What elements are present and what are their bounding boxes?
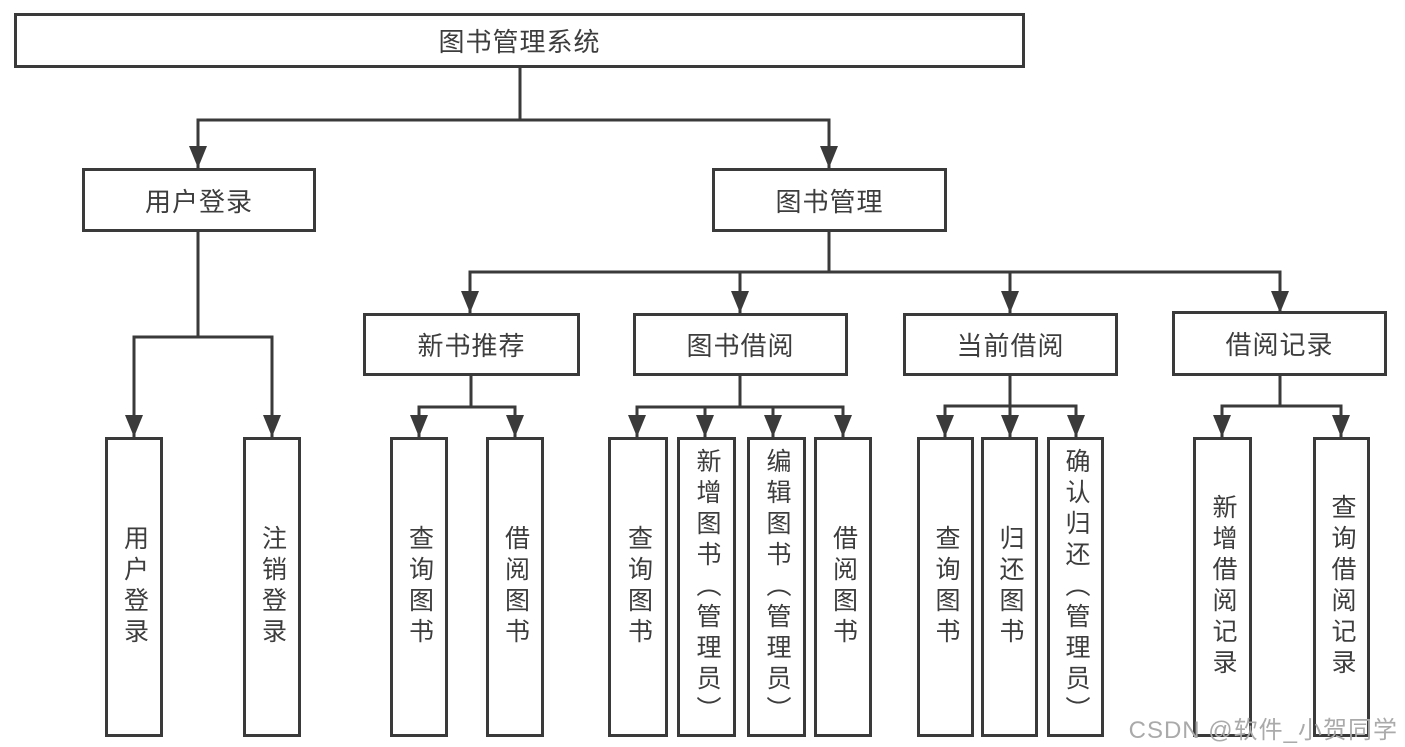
arrowhead: [764, 415, 782, 437]
node-label: 图书借阅: [686, 331, 795, 361]
arrowhead: [1213, 415, 1231, 437]
node-borrowing-records: 借阅记录: [1172, 311, 1387, 376]
arrowhead: [1067, 415, 1085, 437]
node-label: 查询借阅记录: [1328, 494, 1356, 680]
arrowhead: [461, 291, 479, 313]
leaf-borrow-books: 借阅图书: [814, 437, 872, 737]
leaf-user-login: 用户登录: [105, 437, 163, 737]
arrowhead: [1332, 415, 1350, 437]
leaf-query-borrow-record: 查询借阅记录: [1313, 437, 1370, 737]
node-label: 查询图书: [624, 525, 653, 649]
node-label: 当前借阅: [956, 331, 1065, 361]
leaf-return-books: 归还图书: [981, 437, 1038, 737]
node-label: 查询图书: [405, 525, 434, 649]
leaf-logout: 注销登录: [243, 437, 301, 737]
arrowhead: [936, 415, 954, 437]
node-label: 查询图书: [932, 525, 960, 649]
node-label: 新增图书（管理员）: [693, 447, 721, 727]
arrowhead: [1271, 291, 1289, 313]
connector-book-borrow-branch: [635, 376, 845, 437]
arrowhead: [628, 415, 646, 437]
node-label: 新增借阅记录: [1209, 494, 1237, 680]
arrowhead: [125, 415, 143, 437]
leaf-edit-books-admin: 编辑图书（管理员）: [747, 437, 806, 737]
connector-current-borrow-branch: [943, 376, 1078, 437]
leaf-add-borrow-record: 新增借阅记录: [1193, 437, 1252, 737]
arrowhead: [834, 415, 852, 437]
node-label: 图书管理系统: [438, 27, 601, 57]
connector-new-book-branch: [417, 376, 517, 437]
node-label: 图书管理: [775, 186, 884, 217]
csdn-watermark: CSDN @软件_小贺同学: [1128, 717, 1398, 744]
leaf-borrow-books-recommend: 借阅图书: [486, 437, 544, 737]
leaf-query-books-recommend: 查询图书: [390, 437, 448, 737]
node-label: 用户登录: [144, 186, 253, 217]
leaf-add-books-admin: 新增图书（管理员）: [677, 437, 736, 737]
arrowhead: [820, 146, 838, 168]
arrowhead: [731, 291, 749, 313]
node-label: 注销登录: [258, 525, 287, 649]
connector-book-mgmt-branch: [468, 232, 1282, 313]
node-label: 新书推荐: [417, 331, 526, 361]
node-current-borrowing: 当前借阅: [903, 313, 1118, 376]
leaf-query-books-current: 查询图书: [917, 437, 974, 737]
node-label: 确认归还（管理员）: [1062, 447, 1090, 727]
leaf-confirm-return-admin: 确认归还（管理员）: [1047, 437, 1104, 737]
arrowhead: [1001, 291, 1019, 313]
arrowhead: [696, 415, 714, 437]
node-book-management: 图书管理: [712, 168, 947, 232]
arrowhead: [410, 415, 428, 437]
connector-root-to-level2: [196, 68, 831, 168]
node-label: 用户登录: [120, 525, 149, 649]
leaf-query-books-borrowing: 查询图书: [608, 437, 668, 737]
node-label: 编辑图书（管理员）: [763, 447, 791, 727]
arrowhead: [189, 146, 207, 168]
node-label: 借阅图书: [829, 525, 858, 649]
node-root-book-management-system: 图书管理系统: [14, 13, 1025, 68]
node-label: 借阅图书: [501, 525, 530, 649]
node-label: 借阅记录: [1225, 330, 1334, 360]
arrowhead: [506, 415, 524, 437]
arrowhead: [263, 415, 281, 437]
node-new-book-recommendation: 新书推荐: [363, 313, 580, 376]
connector-user-login-branch: [132, 232, 274, 437]
node-user-login: 用户登录: [82, 168, 316, 232]
node-book-borrowing: 图书借阅: [633, 313, 848, 376]
node-label: 归还图书: [996, 525, 1024, 649]
connector-borrow-records-branch: [1220, 376, 1343, 437]
arrowhead: [1001, 415, 1019, 437]
